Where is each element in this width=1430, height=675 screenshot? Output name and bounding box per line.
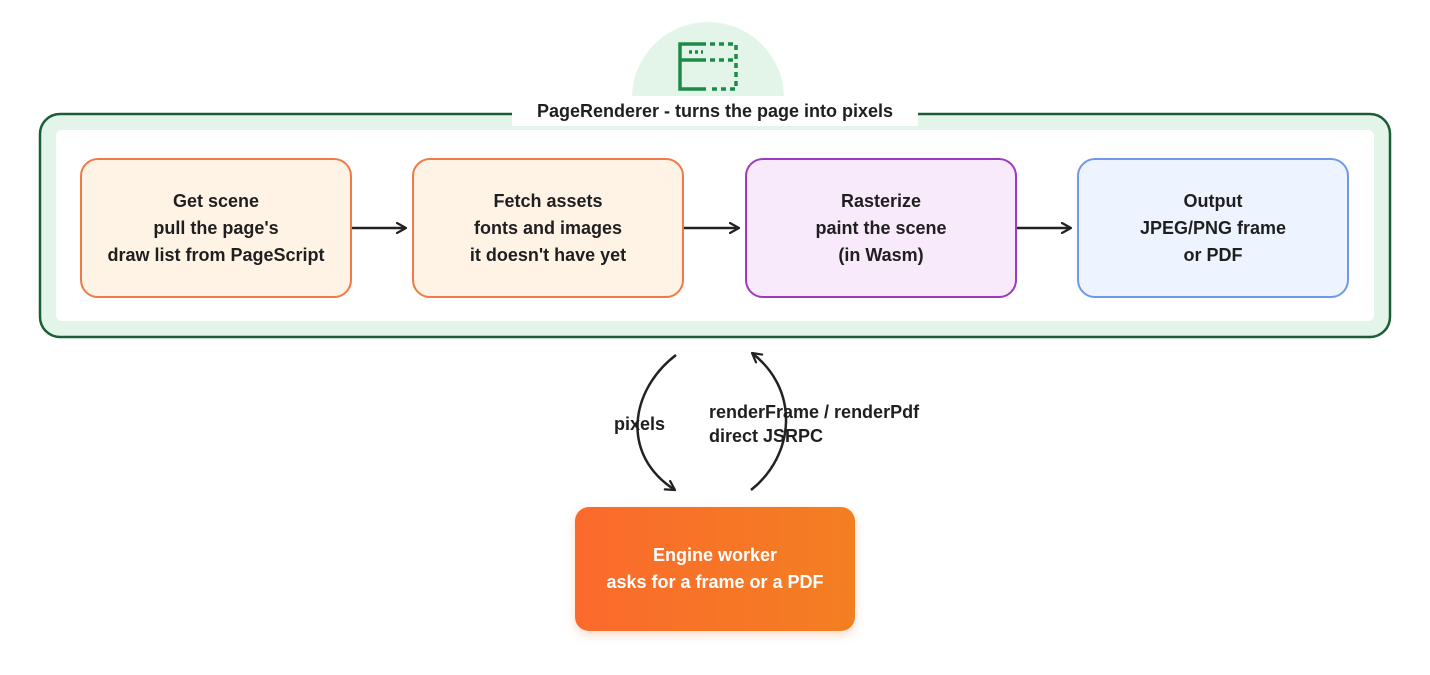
- engine-subtitle: asks for a frame or a PDF: [606, 572, 824, 592]
- pixels-return-arrow: [636, 354, 677, 490]
- render-call-label: renderFrame / renderPdf direct JSRPC: [709, 400, 919, 448]
- step-description-line: JPEG/PNG frame: [1139, 217, 1287, 238]
- step-description-line: draw list from PageScript: [107, 244, 325, 265]
- container-inner-panel: [56, 130, 1374, 321]
- step-title: Output: [1183, 190, 1243, 211]
- render-call-label-line: direct JSRPC: [709, 426, 824, 446]
- step-title: Rasterize: [840, 190, 922, 211]
- step-get-scene: Get scene pull the page's draw list from…: [80, 158, 352, 298]
- step-rasterize: Rasterize paint the scene (in Wasm): [745, 158, 1017, 298]
- step-description-line: it doesn't have yet: [469, 244, 627, 265]
- step-description-line: pull the page's: [153, 217, 279, 238]
- pixels-label: pixels: [614, 412, 665, 436]
- engine-title: Engine worker: [652, 545, 778, 565]
- render-call-label-line: renderFrame / renderPdf: [709, 402, 920, 422]
- step-description-line: paint the scene: [815, 217, 947, 238]
- engine-worker-box: Engine worker asks for a frame or a PDF: [575, 507, 855, 631]
- step-description-line: fonts and images: [473, 217, 623, 238]
- pixels-label-text: pixels: [614, 414, 666, 434]
- step-description-line: or PDF: [1183, 244, 1243, 265]
- render-call-arrow: [750, 353, 788, 491]
- step-output: Output JPEG/PNG frame or PDF: [1077, 158, 1349, 298]
- step-title: Fetch assets: [493, 190, 603, 211]
- browser-window-icon: [678, 42, 738, 91]
- step-title: Get scene: [172, 190, 260, 211]
- step-fetch-assets: Fetch assets fonts and images it doesn't…: [412, 158, 684, 298]
- container-title: PageRenderer - turns the page into pixel…: [512, 96, 918, 126]
- step-description-line: (in Wasm): [838, 244, 924, 265]
